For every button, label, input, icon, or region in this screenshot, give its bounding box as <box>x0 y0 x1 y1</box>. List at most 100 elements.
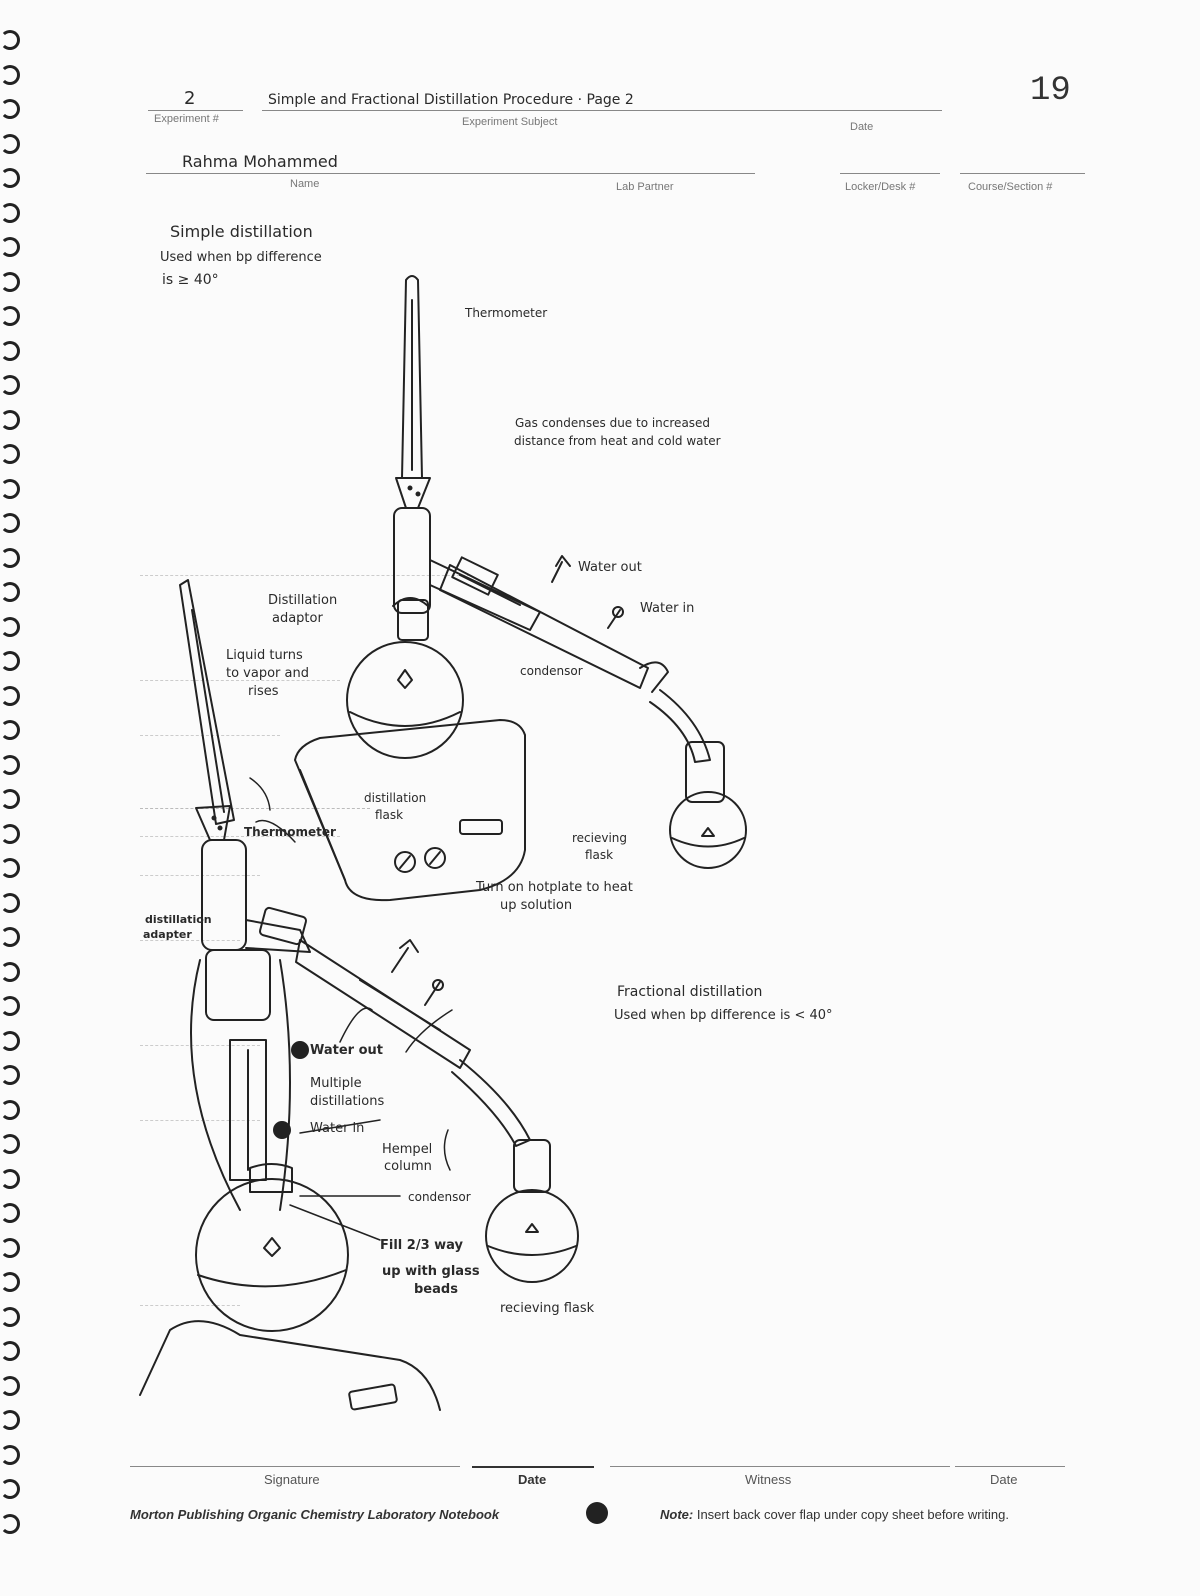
binding-hole <box>0 237 20 257</box>
fractional-water-in-label: Water in <box>310 1121 365 1136</box>
publisher-line: Morton Publishing Organic Chemistry Labo… <box>130 1507 500 1522</box>
experiment-number: 2 <box>184 88 196 109</box>
binding-hole <box>0 306 20 326</box>
binding-hole <box>0 961 20 982</box>
binding-hole <box>0 1375 20 1396</box>
multiple-distillations-label-2: distillations <box>310 1094 385 1109</box>
binding-hole <box>0 616 20 637</box>
experiment-subject-label: Experiment Subject <box>462 116 558 128</box>
binding-hole <box>0 1341 20 1361</box>
signature-label: Signature <box>264 1472 320 1487</box>
binding-hole <box>0 1237 20 1258</box>
liquid-note-line1: Liquid turns <box>226 648 303 663</box>
date-label-footer: Date <box>518 1472 547 1487</box>
hotplate-note-line2: up solution <box>500 898 573 913</box>
simple-flask-label-2: flask <box>375 808 404 822</box>
simple-hotplate <box>294 719 526 902</box>
fractional-note: Used when bp difference is < 40° <box>614 1008 833 1023</box>
simple-water-in-label: Water in <box>640 601 695 616</box>
fractional-distillation-adaptor <box>201 839 311 953</box>
simple-title: Simple distillation <box>170 222 313 241</box>
lab-partner-label: Lab Partner <box>616 181 674 193</box>
binding-hole <box>0 478 20 499</box>
fractional-condensor-label: condensor <box>408 1190 471 1204</box>
spiral-binding <box>0 30 22 1560</box>
binding-hole <box>0 202 20 223</box>
fractional-thermometer-label: Thermometer <box>244 825 336 839</box>
binding-hole <box>0 1306 20 1327</box>
simple-distillation-adaptor <box>393 507 541 641</box>
binding-hole <box>0 547 20 568</box>
fractional-title: Fractional distillation <box>617 984 763 1000</box>
hempel-column-label-2: column <box>384 1159 432 1174</box>
gas-note-line1: Gas condenses due to increased <box>515 416 711 430</box>
binding-hole <box>0 823 20 844</box>
student-name: Rahma Mohammed <box>182 152 338 171</box>
binding-hole <box>0 168 20 188</box>
binding-hole <box>0 1410 20 1430</box>
simple-receiving-flask <box>669 791 747 869</box>
publisher-logo-icon <box>586 1502 608 1524</box>
fractional-thermometer <box>179 579 235 825</box>
simple-note-line1: Used when bp difference <box>160 250 322 265</box>
binding-hole <box>0 444 20 464</box>
simple-flask-label-1: distillation <box>364 791 427 805</box>
binding-hole <box>0 927 20 947</box>
receiving-flask-label-1: recieving <box>572 831 628 845</box>
simple-adaptor-label-2: adaptor <box>272 611 323 626</box>
fractional-hempel-column <box>190 949 309 1211</box>
binding-hole <box>0 64 20 85</box>
fractional-water-out-label: Water out <box>310 1043 384 1058</box>
binding-hole <box>0 858 20 878</box>
binding-hole <box>0 754 20 775</box>
glass-beads-note-line1: Fill 2/3 way <box>380 1238 463 1253</box>
simple-distillation-flask <box>346 597 464 759</box>
binding-hole <box>0 99 20 119</box>
simple-adaptor-label-1: Distillation <box>268 593 338 608</box>
binding-hole <box>0 720 20 740</box>
glass-beads-note-line3: beads <box>414 1282 458 1297</box>
simple-thermometer <box>401 275 423 479</box>
binding-hole <box>0 1203 20 1223</box>
binding-hole <box>0 1513 20 1534</box>
binding-hole <box>0 1272 20 1292</box>
experiment-subject: Simple and Fractional Distillation Proce… <box>268 92 634 108</box>
fractional-receiving-flask <box>485 1189 579 1283</box>
binding-hole <box>0 892 20 913</box>
binding-hole <box>0 513 20 533</box>
simple-water-out-label: Water out <box>578 560 642 575</box>
simple-receiving-tube <box>649 689 725 803</box>
binding-hole <box>0 685 20 706</box>
multiple-distillations-label-1: Multiple <box>310 1076 362 1091</box>
fractional-hotplate <box>139 1320 441 1411</box>
fractional-distillation-flask <box>195 1163 349 1332</box>
fractional-receiving-label: recieving flask <box>500 1301 595 1316</box>
glass-beads-note-line2: up with glass <box>382 1264 480 1279</box>
fractional-condenser <box>295 939 551 1193</box>
binding-hole <box>0 375 20 395</box>
binding-hole <box>0 1444 20 1465</box>
date-label: Date <box>850 121 874 133</box>
note-prefix: Note: <box>660 1507 694 1522</box>
simple-condensor-label: condensor <box>520 664 583 678</box>
hotplate-note-line1: Turn on hotplate to heat <box>476 880 633 895</box>
simple-condenser <box>439 555 669 693</box>
binding-hole <box>0 1479 20 1499</box>
simple-thermometer-label: Thermometer <box>465 306 548 320</box>
binding-hole <box>0 651 20 671</box>
binding-hole <box>0 271 20 292</box>
witness-label: Witness <box>745 1472 792 1487</box>
binding-hole <box>0 789 20 809</box>
locker-desk-label: Locker/Desk # <box>845 181 916 193</box>
course-section-label: Course/Section # <box>968 181 1053 193</box>
simple-note-line2: is ≥ 40° <box>162 272 219 288</box>
liquid-note-line2: to vapor and <box>226 666 309 681</box>
fractional-adaptor-label-1: distillation <box>145 913 212 926</box>
name-label: Name <box>290 178 320 190</box>
binding-hole <box>0 1099 20 1120</box>
binding-hole <box>0 133 20 154</box>
binding-hole <box>0 996 20 1016</box>
binding-hole <box>0 30 20 50</box>
fractional-adaptor-label-2: adapter <box>143 928 192 941</box>
